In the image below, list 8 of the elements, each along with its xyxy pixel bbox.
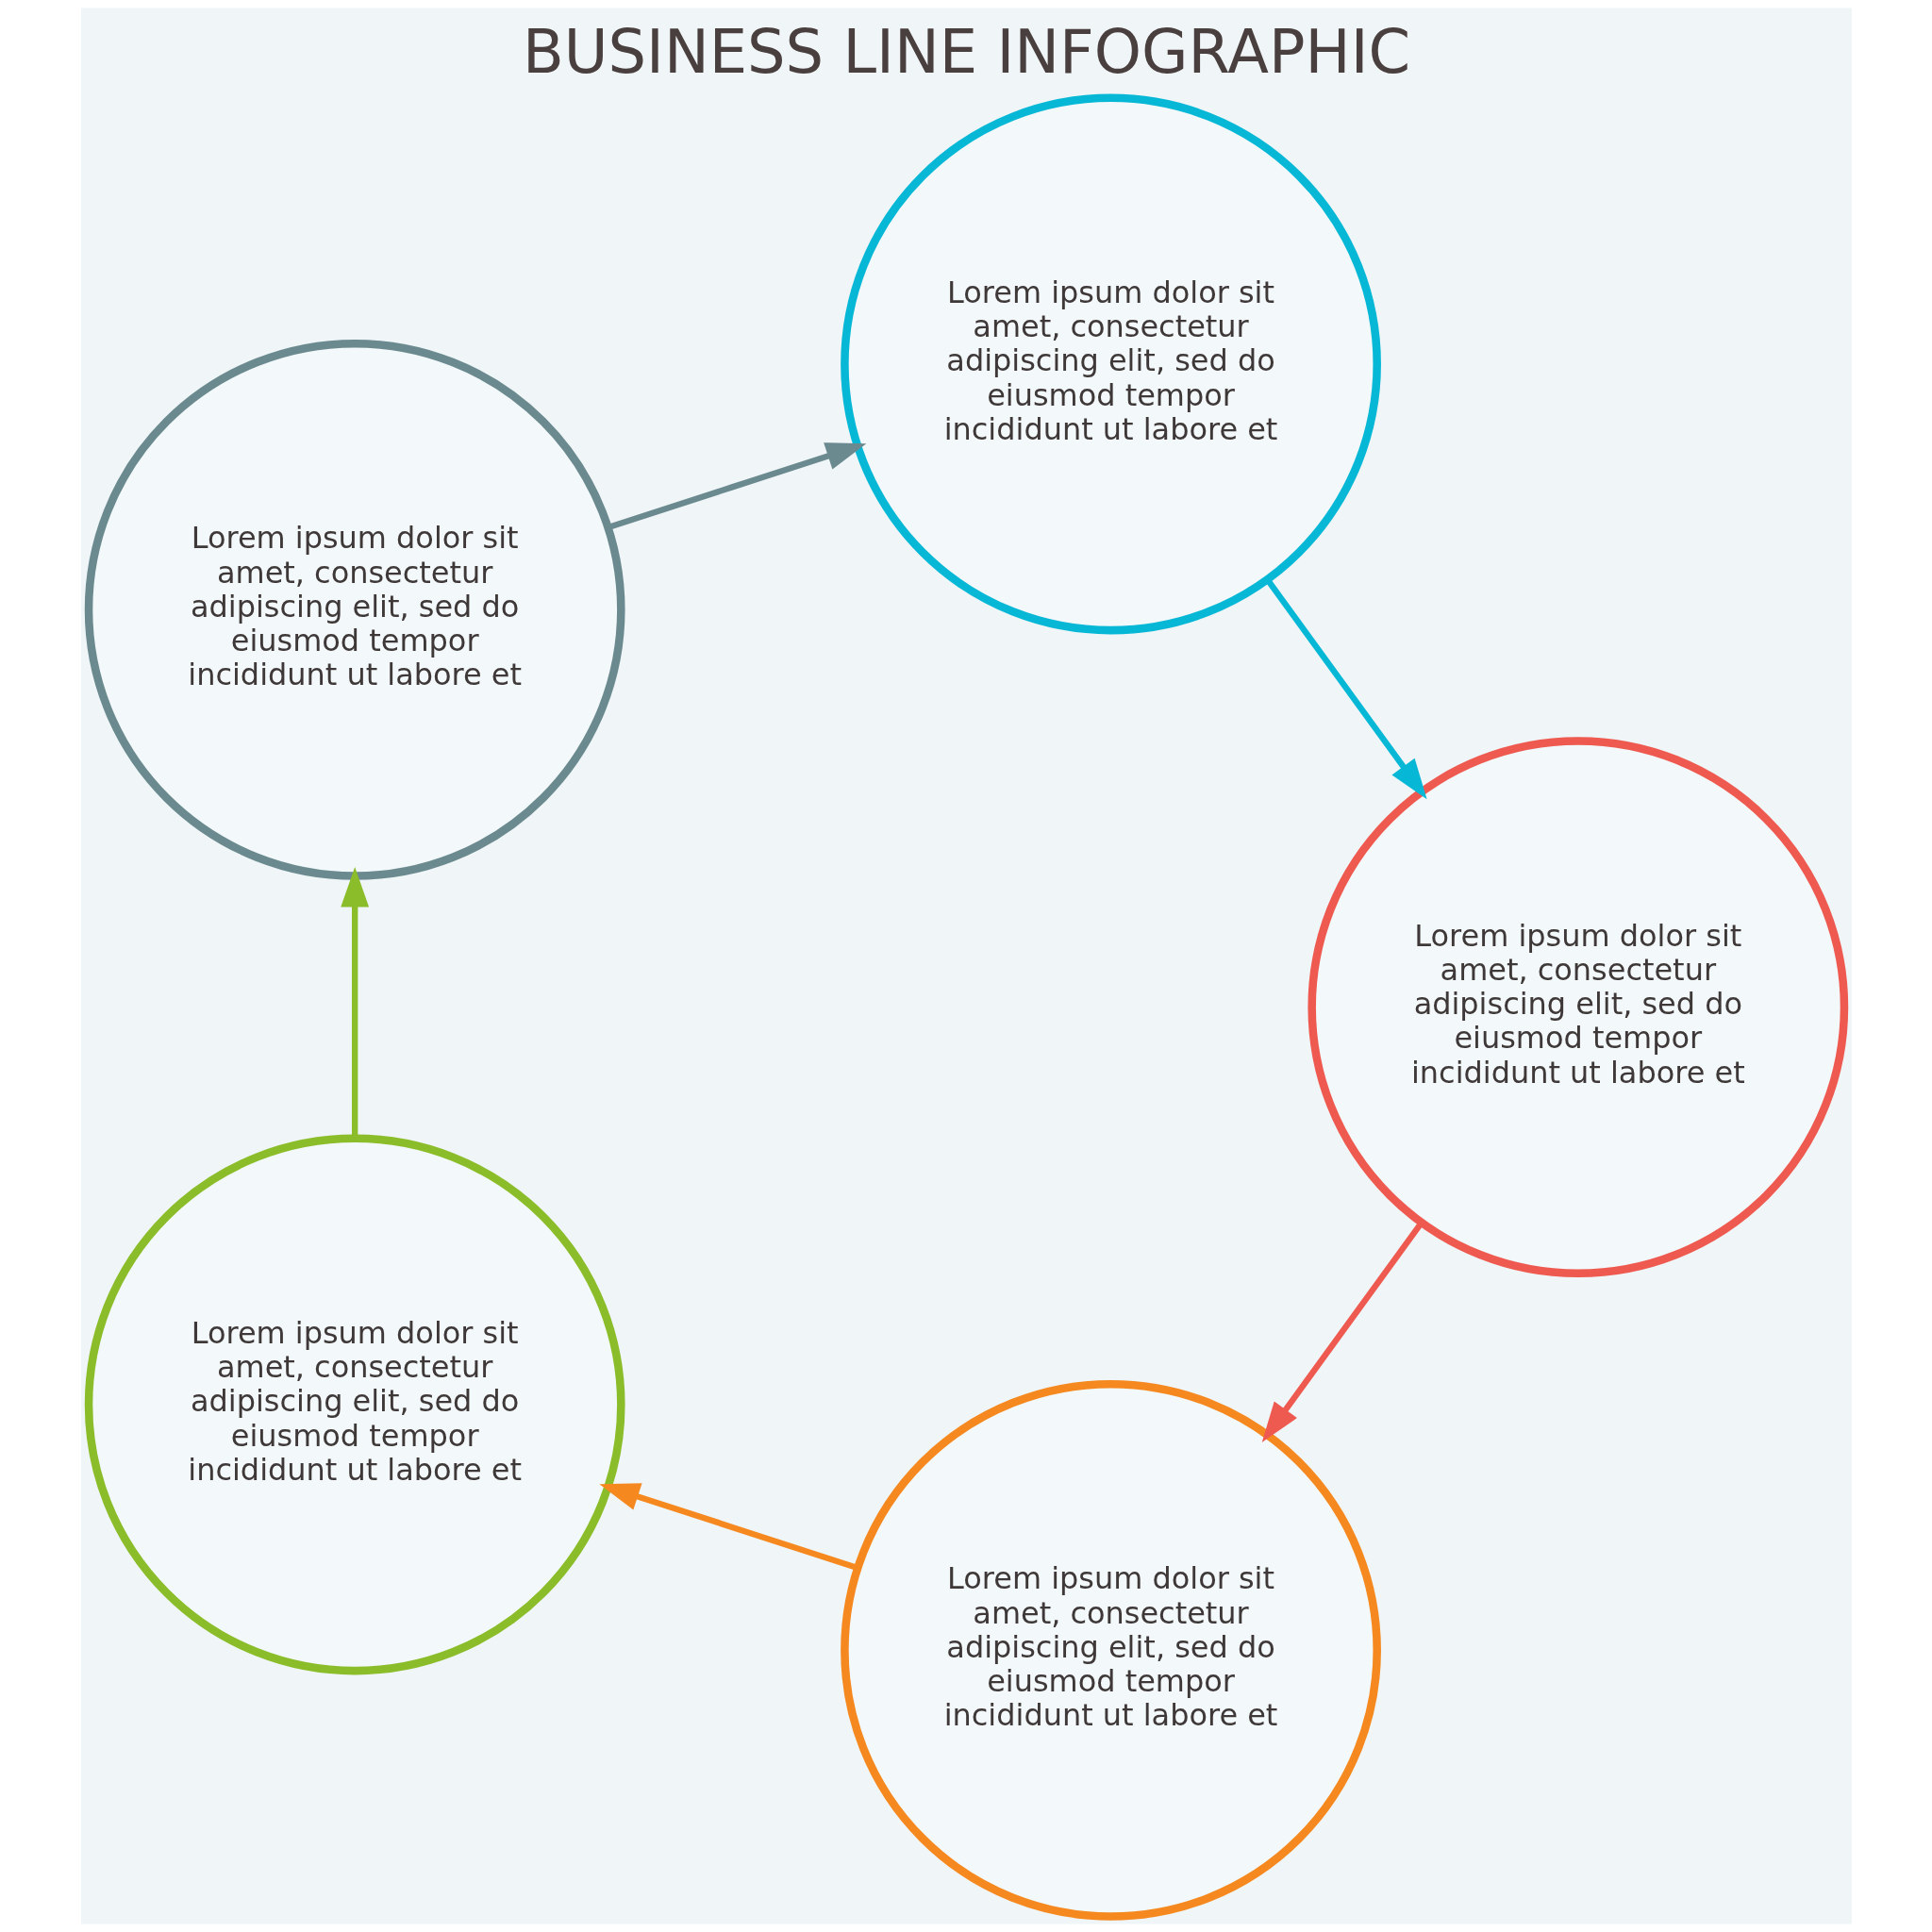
node-circle: Lorem ipsum dolor sit amet, consectetur adipiscing elit, sed do eiusmod tempor incididunt ut labore et	[84, 1134, 625, 1675]
node-circle: Lorem ipsum dolor sit amet, consectetur adipiscing elit, sed do eiusmod tempor incididunt ut labore et	[840, 93, 1381, 635]
diagram-title: BUSINESS LINE INFOGRAPHIC	[522, 16, 1410, 87]
node-circle: Lorem ipsum dolor sit amet, consectetur adipiscing elit, sed do eiusmod tempor incididunt ut labore et	[840, 1379, 1381, 1921]
node-circle: Lorem ipsum dolor sit amet, consectetur adipiscing elit, sed do eiusmod tempor incididunt ut labore et	[84, 339, 625, 880]
arrow	[1264, 577, 1427, 800]
node-circle: Lorem ipsum dolor sit amet, consectetur adipiscing elit, sed do eiusmod tempor incididunt ut labore et	[1307, 737, 1848, 1278]
arrow	[340, 866, 369, 1140]
